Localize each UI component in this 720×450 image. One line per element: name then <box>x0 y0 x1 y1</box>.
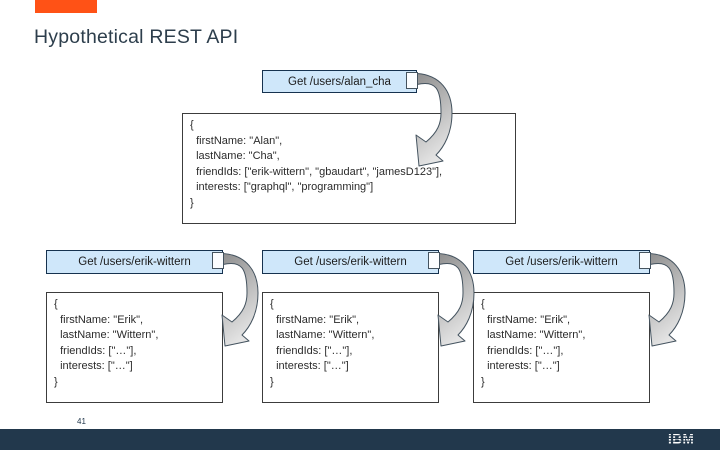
page-number: 41 <box>77 417 86 426</box>
response-json: { firstName: "Alan", lastName: "Cha", fr… <box>190 119 443 209</box>
response-json: { firstName: "Erik", lastName: "Wittern"… <box>270 298 375 388</box>
request-label: Get /users/erik-wittern <box>505 256 618 268</box>
ibm-logo-stripes <box>666 435 706 442</box>
request-box-erik-1: Get /users/erik-wittern <box>46 250 223 274</box>
footer-bar <box>0 429 720 450</box>
request-label: Get /users/erik-wittern <box>78 256 191 268</box>
curved-down-arrow-icon <box>428 252 475 347</box>
response-json: { firstName: "Erik", lastName: "Wittern"… <box>54 298 159 388</box>
request-label: Get /users/erik-wittern <box>294 256 407 268</box>
page-title: Hypothetical REST API <box>34 26 239 48</box>
request-label: Get /users/alan_cha <box>288 75 391 88</box>
response-box-erik-1: { firstName: "Erik", lastName: "Wittern"… <box>46 292 223 403</box>
ibm-logo: IBM <box>666 432 706 446</box>
response-box-erik-2: { firstName: "Erik", lastName: "Wittern"… <box>262 292 439 403</box>
response-box-erik-3: { firstName: "Erik", lastName: "Wittern"… <box>473 292 650 403</box>
curved-down-arrow-icon <box>212 252 259 347</box>
curved-down-arrow-icon <box>639 252 686 347</box>
response-json: { firstName: "Erik", lastName: "Wittern"… <box>481 298 586 388</box>
request-box-erik-3: Get /users/erik-wittern <box>473 250 650 274</box>
request-box-erik-2: Get /users/erik-wittern <box>262 250 439 274</box>
curved-down-arrow-icon <box>406 72 453 167</box>
request-box-alan: Get /users/alan_cha <box>262 70 417 93</box>
slide-accent-bar <box>35 0 97 13</box>
response-box-alan: { firstName: "Alan", lastName: "Cha", fr… <box>182 113 516 224</box>
